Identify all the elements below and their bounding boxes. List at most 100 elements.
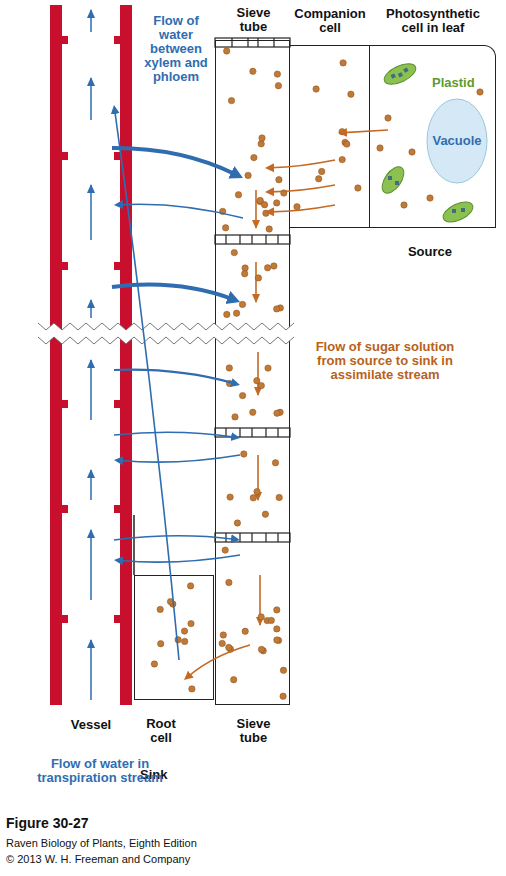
sugar-molecule [340, 60, 346, 66]
sugar-molecule [250, 495, 256, 501]
sugar-molecule [281, 190, 287, 196]
sugar-molecule [234, 520, 240, 526]
sugar-molecule [274, 410, 280, 416]
flow-label: Flow of water between xylem and phloem [140, 14, 212, 84]
sugar-molecule [167, 598, 173, 604]
sugar-molecule [264, 265, 270, 271]
sugar-molecule [157, 606, 163, 612]
sugar-molecule [263, 210, 269, 216]
sugar-molecule [226, 380, 232, 386]
vessel-wall [50, 5, 132, 705]
sugar-flow-arrow [271, 205, 335, 212]
break-mark [38, 323, 294, 344]
sugar-molecule [261, 202, 267, 208]
sugar-molecule [219, 640, 225, 646]
sugar-molecule [226, 579, 232, 585]
sugar-molecule [258, 646, 264, 652]
node-label: Root cell [141, 717, 181, 745]
sugar-molecule [235, 192, 241, 198]
sieve-tube: Sieve tubeSieve tube [215, 40, 290, 705]
sugar-molecule [175, 637, 181, 643]
sugar-flow-arrow [271, 185, 335, 192]
sugar-molecule [262, 511, 268, 517]
node-label: Sieve tube [231, 6, 276, 34]
sugar-molecule [319, 168, 325, 174]
node-label: Vessel [50, 718, 132, 732]
flow-label: Flow of sugar solution from source to si… [300, 340, 470, 382]
sugar-molecule [294, 204, 300, 210]
vacuole: Vacuole [426, 98, 488, 184]
credit-line: © 2013 W. H. Freeman and Company [6, 852, 406, 866]
sugar-molecule [272, 460, 278, 466]
sugar-molecule [477, 89, 483, 95]
node-label: Plastid [432, 76, 492, 90]
sugar-molecule [313, 86, 319, 92]
sugar-molecule [232, 414, 238, 420]
sugar-molecule [274, 306, 280, 312]
sugar-molecule [224, 48, 230, 54]
sugar-flow-arrows [256, 190, 260, 625]
sugar-molecule [274, 607, 280, 613]
sugar-molecule [377, 145, 383, 151]
leaf-cell: Photosynthetic cell in leafPlastidVacuol… [370, 45, 496, 228]
plastid-shape [382, 64, 418, 84]
sugar-molecule [189, 686, 195, 692]
sugar-molecule [224, 311, 230, 317]
credit-line: Raven Biology of Plants, Eighth Edition [6, 836, 406, 850]
water-flow-arrow [114, 432, 234, 437]
cell-wall [133, 515, 135, 575]
sugar-molecule [250, 409, 256, 415]
sugar-molecule [344, 141, 350, 147]
sugar-molecule [222, 225, 228, 231]
sugar-molecule [254, 488, 260, 494]
water-flow-arrow [112, 148, 236, 175]
sugar-molecule [241, 451, 247, 457]
sugar-molecule [158, 641, 164, 647]
sugar-molecule [339, 156, 345, 162]
sugar-molecule [339, 129, 345, 135]
water-flow-arrow [114, 370, 234, 384]
sugar-molecule [181, 628, 187, 634]
sugar-molecule [242, 265, 248, 271]
sugar-molecule [274, 200, 280, 206]
sugar-molecule [187, 583, 193, 589]
sugar-molecule [151, 661, 157, 667]
sugar-molecule [231, 677, 237, 683]
xylem-vessel: Vessel [50, 5, 132, 705]
sugar-flow-arrow [189, 645, 250, 676]
sugar-molecule [220, 632, 226, 638]
sugar-molecule [242, 271, 248, 277]
sugar-molecule [276, 177, 282, 183]
node-label: Sieve tube [231, 717, 276, 745]
sugar-molecule [259, 135, 265, 141]
figure-caption: Figure 30-27 [6, 815, 306, 832]
sugar-molecule [222, 547, 228, 553]
sugar-molecule [274, 71, 280, 77]
transpiration-arrows [90, 10, 92, 700]
water-flow-arrow [115, 111, 179, 660]
sugar-molecule [385, 115, 391, 121]
node-label: Photosynthetic cell in leaf [378, 7, 488, 35]
sugar-molecule [274, 637, 280, 643]
sugar-molecule [258, 382, 264, 388]
sugar-molecule [265, 365, 271, 371]
sugar-molecule [251, 154, 257, 160]
plastid: Plastid [382, 64, 418, 84]
water-flow-arrow [120, 555, 240, 562]
sugar-molecule [268, 617, 274, 623]
sugar-molecule [254, 378, 260, 384]
sugar-molecule [316, 176, 322, 182]
sugar-molecule [266, 226, 272, 232]
sugar-flow-arrow [271, 160, 335, 168]
region-label: Source [395, 245, 465, 259]
companion-cell: Companion cell [290, 45, 370, 228]
sugar-molecule [220, 208, 226, 214]
water-flow-arrow [120, 455, 240, 462]
sugar-molecule [401, 202, 407, 208]
sugar-molecule [188, 620, 194, 626]
sugar-molecule [231, 249, 237, 255]
sugar-molecule [276, 494, 282, 500]
sugar-molecule [250, 68, 256, 74]
sugar-molecule [275, 83, 281, 89]
